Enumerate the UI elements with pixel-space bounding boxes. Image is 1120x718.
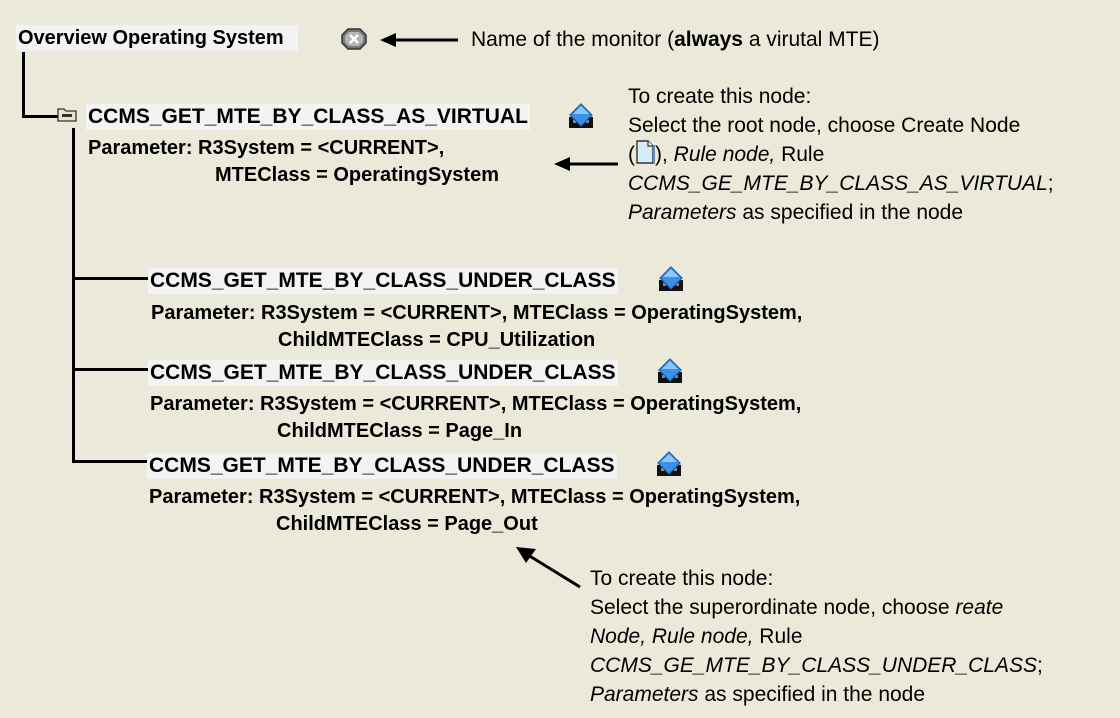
create-node-icon: [635, 140, 655, 164]
status-inactive-icon: [341, 28, 367, 50]
annotation-create-virtual-node: To create this node: Select the root nod…: [628, 82, 1054, 227]
rule-node-parameters-line1: Parameter: R3System = <CURRENT>,: [88, 137, 445, 159]
tree-connector-root-h: [22, 115, 58, 118]
rule-node-icon: [656, 358, 684, 384]
note-line: ( ), Rule node, Rule: [628, 140, 1054, 169]
rule-node-title[interactable]: CCMS_GET_MTE_BY_CLASS_UNDER_CLASS: [147, 453, 617, 479]
rule-node-title[interactable]: CCMS_GET_MTE_BY_CLASS_AS_VIRTUAL: [86, 104, 530, 130]
rule-node-parameters-line2: ChildMTEClass = CPU_Utilization: [278, 329, 596, 351]
rule-node-icon: [657, 266, 685, 292]
rule-node-icon: [567, 103, 595, 129]
note-line: Parameters as specified in the node: [590, 683, 926, 706]
rule-node-parameters-line2: ChildMTEClass = Page_In: [277, 420, 523, 442]
rule-node-parameters-line1: Parameter: R3System = <CURRENT>, MTEClas…: [149, 486, 801, 508]
note-line: CCMS_GE_MTE_BY_CLASS_UNDER_CLASS;: [590, 654, 1043, 677]
note-line: To create this node:: [628, 85, 812, 108]
note-line: CCMS_GE_MTE_BY_CLASS_AS_VIRTUAL;: [628, 172, 1054, 195]
note-line: Node, Rule node, Rule: [590, 625, 803, 648]
note-line: To create this node:: [590, 567, 774, 590]
arrow-left-icon: [380, 32, 460, 48]
tree-connector-root: [22, 52, 25, 118]
rule-node-parameters-line1: Parameter: R3System = <CURRENT>, MTEClas…: [150, 393, 802, 415]
arrow-diagonal-icon: [514, 545, 584, 590]
rule-node-parameters-line2: MTEClass = OperatingSystem: [215, 164, 499, 186]
rule-node-parameters-line1: Parameter: R3System = <CURRENT>, MTEClas…: [151, 302, 803, 324]
folder-icon[interactable]: [57, 106, 77, 122]
tree-connector-child-3: [72, 460, 148, 463]
root-annotation: Name of the monitor (always a virutal MT…: [471, 28, 880, 51]
arrow-left-icon: [554, 156, 620, 172]
tree-connector-child-2: [72, 368, 148, 371]
annotation-create-under-class-node: To create this node: Select the superord…: [590, 564, 1043, 709]
rule-node-parameters-line2: ChildMTEClass = Page_Out: [276, 513, 538, 535]
note-line: Parameters as specified in the node: [628, 201, 964, 224]
tree-connector-child-1: [72, 277, 148, 280]
rule-node-title[interactable]: CCMS_GET_MTE_BY_CLASS_UNDER_CLASS: [148, 360, 618, 386]
note-line: Select the superordinate node, choose re…: [590, 596, 1004, 619]
tree-connector-children: [72, 128, 75, 463]
root-node-title[interactable]: Overview Operating System: [16, 25, 298, 51]
note-line: Select the root node, choose Create Node: [628, 114, 1021, 137]
rule-node-title[interactable]: CCMS_GET_MTE_BY_CLASS_UNDER_CLASS: [148, 268, 618, 294]
rule-node-icon: [655, 451, 683, 477]
